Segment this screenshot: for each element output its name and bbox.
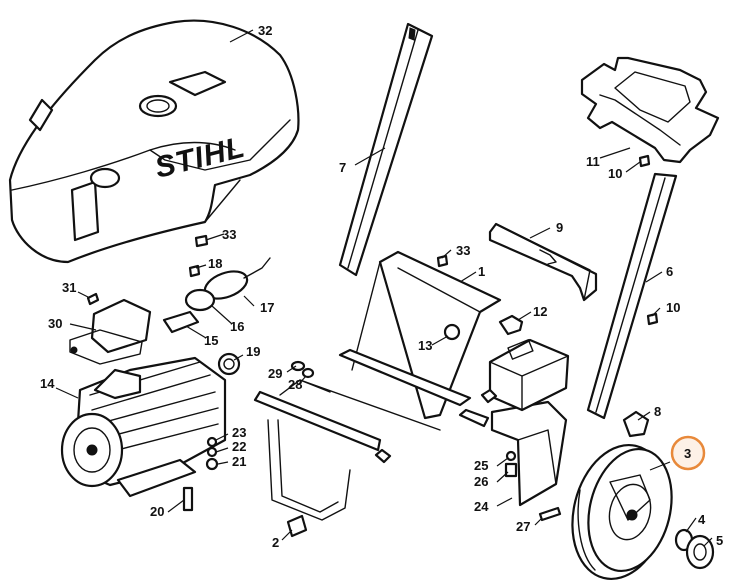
callout-2[interactable]: 2 — [272, 535, 279, 550]
part-terminal-box — [69, 298, 152, 365]
callout-28[interactable]: 28 — [288, 377, 302, 392]
callout-25[interactable]: 25 — [474, 458, 488, 473]
callout-14[interactable]: 14 — [40, 376, 55, 391]
callout-21[interactable]: 21 — [232, 454, 246, 469]
callout-23[interactable]: 23 — [232, 425, 246, 440]
callout-19[interactable]: 19 — [246, 344, 260, 359]
part-washer-cap — [674, 528, 715, 570]
callout-29[interactable]: 29 — [268, 366, 282, 381]
callout-16[interactable]: 16 — [230, 319, 244, 334]
callout-32[interactable]: 32 — [258, 23, 272, 38]
callout-26[interactable]: 26 — [474, 474, 488, 489]
callout-33-frame[interactable]: 33 — [456, 243, 470, 258]
callout-20[interactable]: 20 — [150, 504, 164, 519]
callout-17[interactable]: 17 — [260, 300, 274, 315]
callout-12[interactable]: 12 — [533, 304, 547, 319]
callout-labels: 32 7 11 10 9 6 10 33 1 12 13 8 3 4 5 25 … — [40, 23, 723, 550]
callout-13[interactable]: 13 — [418, 338, 432, 353]
callout-5[interactable]: 5 — [716, 533, 723, 548]
part-mount-plate — [490, 400, 568, 507]
part-motor — [60, 356, 227, 498]
part-bracket — [488, 222, 598, 302]
part-upright-left — [338, 22, 434, 277]
callout-3[interactable]: 3 — [684, 446, 691, 461]
callout-18[interactable]: 18 — [208, 256, 222, 271]
callout-6[interactable]: 6 — [666, 264, 673, 279]
part-switch-box — [480, 314, 570, 412]
callout-8[interactable]: 8 — [654, 404, 661, 419]
callout-15[interactable]: 15 — [204, 333, 218, 348]
highlight-marker[interactable] — [670, 435, 706, 471]
callout-4[interactable]: 4 — [698, 512, 706, 527]
part-frame — [253, 250, 502, 521]
callout-1[interactable]: 1 — [478, 264, 485, 279]
callout-30[interactable]: 30 — [48, 316, 62, 331]
callout-31[interactable]: 31 — [62, 280, 76, 295]
callout-9[interactable]: 9 — [556, 220, 563, 235]
part-wheel — [571, 443, 673, 581]
callout-24[interactable]: 24 — [474, 499, 489, 514]
part-handle — [580, 56, 720, 164]
leader-lines — [55, 29, 713, 547]
callout-11[interactable]: 11 — [586, 154, 600, 169]
callout-22[interactable]: 22 — [232, 439, 246, 454]
callout-33-hood[interactable]: 33 — [222, 227, 236, 242]
callout-7[interactable]: 7 — [339, 160, 346, 175]
part-upright-right — [586, 172, 678, 420]
part-hood-cover: STIHL — [8, 19, 300, 264]
callout-10-top[interactable]: 10 — [608, 166, 622, 181]
callout-27[interactable]: 27 — [516, 519, 530, 534]
callout-10-bottom[interactable]: 10 — [666, 300, 680, 315]
